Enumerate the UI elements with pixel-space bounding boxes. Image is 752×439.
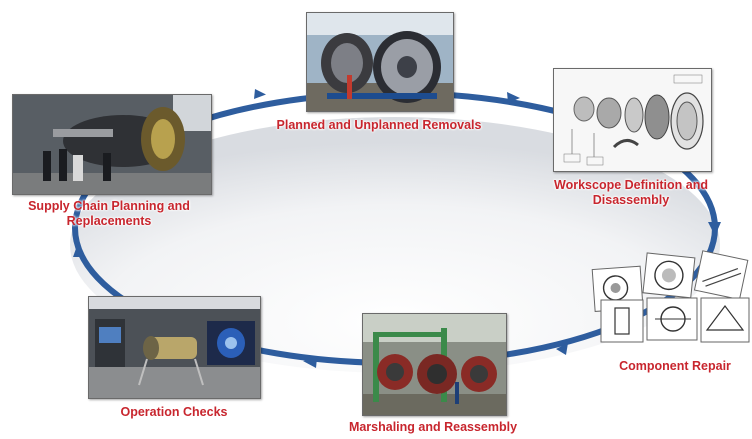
stage-label-marshaling-reassembly: Marshaling and Reassembly [348,420,518,434]
stage-label-workscope-disassembly: Workscope Definition and Disassembly [516,178,746,208]
stage-label-planned-unplanned-removals: Planned and Unplanned Removals [276,118,482,132]
cycle-arrowhead [254,89,266,99]
stage-label-line: Disassembly [592,193,670,207]
stage-label-operation-checks: Operation Checks [120,405,228,419]
stage-label-line: Replacements [66,214,152,228]
cycle-arrowhead [556,343,568,355]
stage-label-line: Supply Chain Planning and [28,199,190,213]
cycle-arrowhead [708,222,721,236]
cycle-arrowhead [303,358,317,368]
test-cell-photo [88,296,261,399]
stage-label-component-repair: Component Repair [619,359,731,373]
cycle-arrowhead [73,243,83,257]
reassembly-shop-photo [362,313,507,416]
stage-label-supply-chain: Supply Chain Planning and Replacements [4,199,214,229]
engine-hangar-photo [12,94,212,195]
component-drawings-collage [585,250,752,345]
stage-label-line: Workscope Definition and [554,178,708,192]
exploded-engine-diagram [553,68,712,172]
cycle-arrowhead [507,92,520,103]
engine-removal-photo [306,12,454,112]
